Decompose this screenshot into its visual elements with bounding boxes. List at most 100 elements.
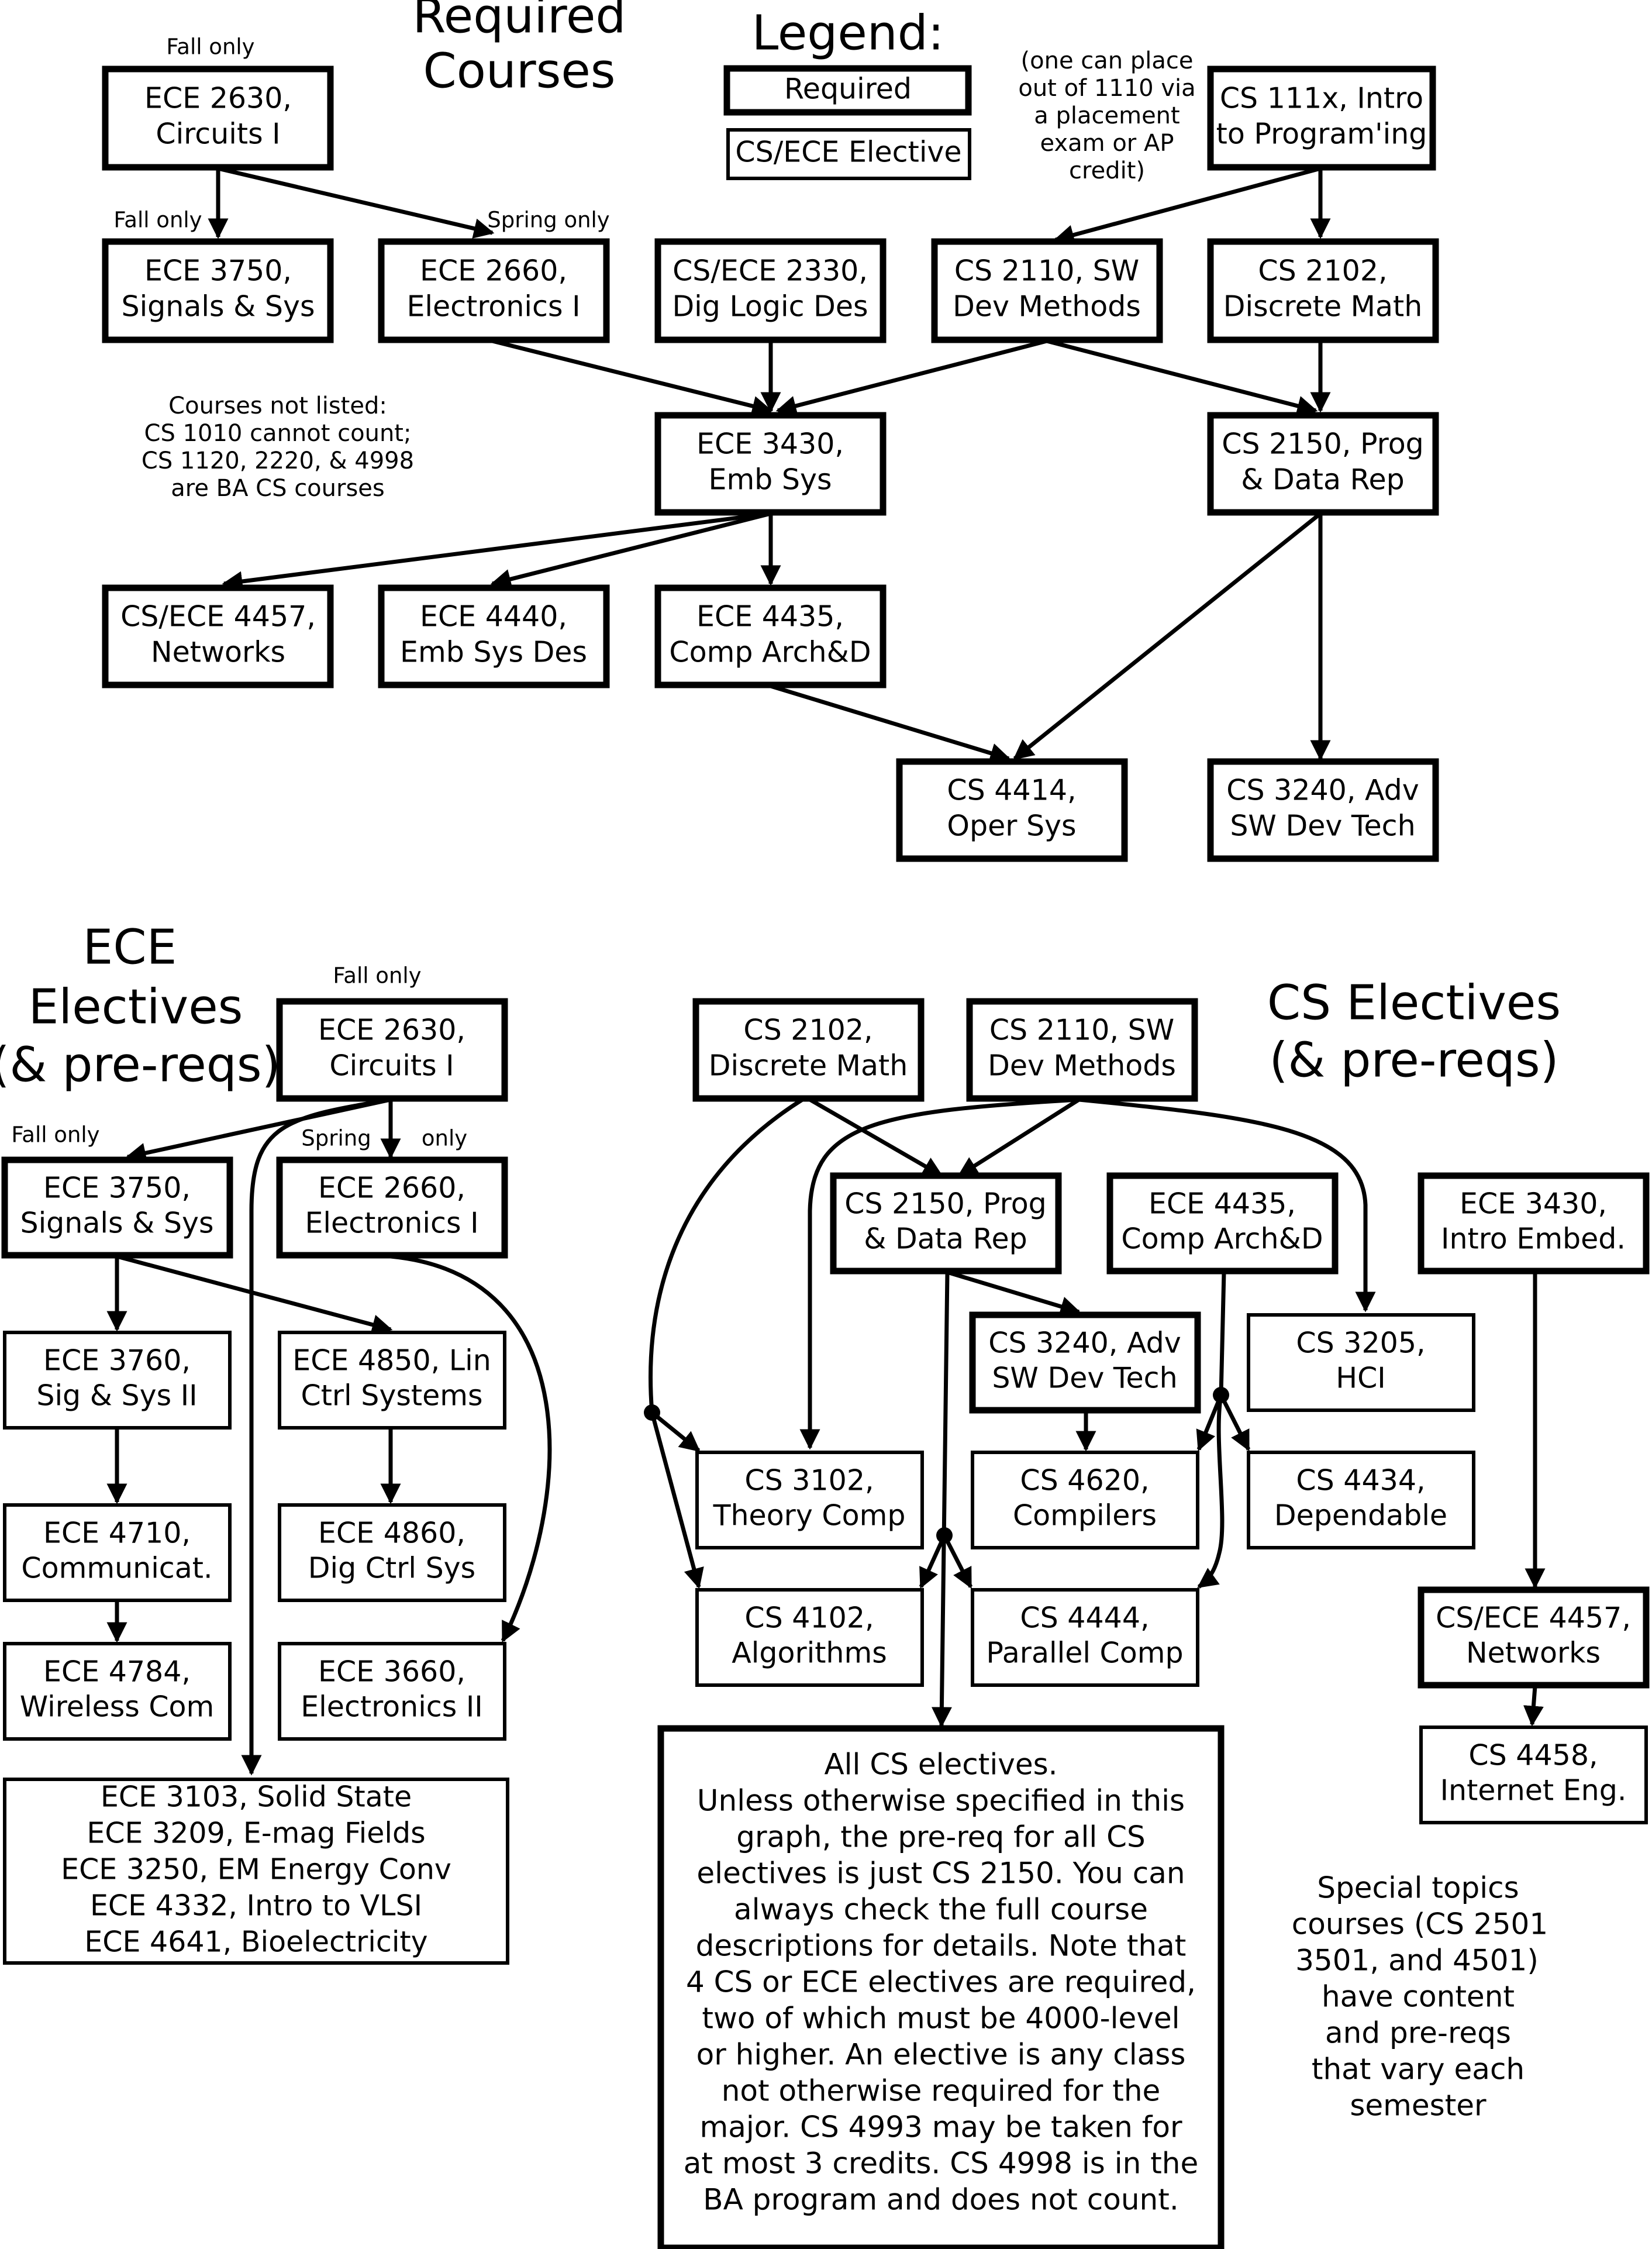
edge-c2102-to-c4102 bbox=[650, 1412, 704, 1589]
heading-line: Courses bbox=[423, 43, 615, 99]
note-line: a placement bbox=[1034, 102, 1179, 129]
node-label: Dev Methods bbox=[988, 1049, 1176, 1083]
node-label: two of which must be 4000-level bbox=[702, 2002, 1179, 2036]
node-label: to Program'ing bbox=[1216, 118, 1427, 151]
note-line: exam or AP bbox=[1040, 130, 1174, 157]
heading-line: CS Electives bbox=[1267, 975, 1561, 1031]
node-label: Electronics II bbox=[301, 1690, 483, 1724]
node-label: CS 4434, bbox=[1296, 1464, 1425, 1497]
node-label: ECE 3750, bbox=[43, 1172, 191, 1205]
heading-line: Electives bbox=[29, 979, 243, 1035]
node-label: CS/ECE 4457, bbox=[120, 600, 316, 633]
note-line: credit) bbox=[1069, 157, 1145, 184]
node-c-cs2150: CS 2150, Prog & Data Rep bbox=[830, 1172, 1062, 1275]
node-label: ECE 4784, bbox=[43, 1655, 191, 1689]
node-label: CS 111x, Intro bbox=[1220, 82, 1423, 115]
node-cs4457: CS/ECE 4457, Networks bbox=[102, 584, 334, 688]
note-line: CS 1120, 2220, & 4998 bbox=[142, 447, 414, 474]
node-label: CS 4414, bbox=[947, 774, 1076, 807]
legend-elective: CS/ECE Elective bbox=[726, 128, 971, 180]
node-label: Compilers bbox=[1013, 1499, 1157, 1532]
node-label: CS/ECE 4457, bbox=[1436, 1601, 1631, 1635]
node-label: Electronics I bbox=[406, 290, 580, 323]
node-cs4414: CS 4414, Oper Sys bbox=[896, 758, 1128, 862]
edge-4435-to-4414 bbox=[770, 684, 1011, 763]
node-ece3430: ECE 3430, Emb Sys bbox=[654, 412, 887, 516]
node-ece4440: ECE 4440, Emb Sys Des bbox=[378, 584, 610, 688]
node-label: ECE 4332, Intro to VLSI bbox=[90, 1889, 422, 1923]
node-label: Ctrl Systems bbox=[301, 1379, 482, 1413]
edge-e3750-to-e4850 bbox=[116, 1254, 393, 1335]
node-ece3750: ECE 3750, Signals & Sys bbox=[102, 238, 334, 343]
edge-c2150-to-c4444 bbox=[942, 1534, 973, 1589]
edge-c4435-trunk bbox=[1219, 1272, 1226, 1396]
node-label: always check the full course bbox=[734, 1893, 1148, 1927]
node-label: CS 4444, bbox=[1020, 1601, 1149, 1635]
node-e-ece4850: ECE 4850, Lin Ctrl Systems bbox=[278, 1331, 506, 1430]
note-line: 3501, and 4501) bbox=[1295, 1944, 1539, 1978]
note-line: are BA CS courses bbox=[171, 475, 385, 502]
edge-c4435-to-c4444 bbox=[1197, 1394, 1225, 1589]
node-cs111x: CS 111x, Intro to Program'ing bbox=[1207, 66, 1436, 171]
edge-c2110-to-c3205 bbox=[1078, 1097, 1376, 1313]
node-label: ECE 3430, bbox=[696, 428, 844, 461]
node-c-ece3430: ECE 3430, Intro Embed. bbox=[1418, 1172, 1650, 1275]
node-c-cs4457: CS/ECE 4457, Networks bbox=[1418, 1586, 1650, 1689]
node-cs2110: CS 2110, SW Dev Methods bbox=[931, 238, 1163, 343]
edge-2110-to-2150 bbox=[1046, 339, 1318, 416]
node-label: electives is just CS 2150. You can bbox=[696, 1857, 1185, 1890]
node-label: ECE 4440, bbox=[420, 600, 567, 633]
edge-2630-to-2660 bbox=[218, 166, 495, 239]
node-label: ECE 4435, bbox=[696, 600, 844, 633]
junction-dot bbox=[1213, 1387, 1229, 1403]
node-label: Circuits I bbox=[329, 1049, 454, 1083]
spring-only-annotation: Spring only bbox=[487, 208, 609, 233]
node-label: ECE 4860, bbox=[318, 1517, 465, 1550]
heading-line: ECE bbox=[83, 919, 177, 975]
edge-c2102-path bbox=[649, 1098, 803, 1413]
node-label: ECE 2660, bbox=[420, 254, 567, 288]
note-line: Special topics bbox=[1317, 1871, 1519, 1905]
node-label: ECE 4435, bbox=[1149, 1187, 1296, 1221]
node-label: Oper Sys bbox=[947, 810, 1076, 843]
node-label: HCI bbox=[1336, 1362, 1386, 1395]
edge-3430-to-4457 bbox=[222, 511, 771, 592]
node-label: CS 2110, SW bbox=[954, 254, 1139, 288]
node-label: ECE 4850, Lin bbox=[292, 1344, 491, 1377]
node-label: Electronics I bbox=[305, 1207, 478, 1240]
edge-c2102-to-c3102 bbox=[650, 1411, 701, 1452]
node-label: ECE 4710, bbox=[43, 1517, 191, 1550]
node-ece2630: ECE 2630, Circuits I bbox=[102, 66, 334, 171]
node-label: Theory Comp bbox=[713, 1499, 906, 1532]
node-label: Communicat. bbox=[21, 1552, 212, 1585]
node-label: Emb Sys bbox=[708, 463, 832, 497]
node-c-cs3205: CS 3205, HCI bbox=[1247, 1313, 1475, 1412]
edge-c2150-to-c4102 bbox=[919, 1534, 947, 1589]
node-label: Comp Arch&D bbox=[669, 636, 871, 669]
node-cs2150: CS 2150, Prog & Data Rep bbox=[1207, 412, 1439, 516]
spring-annotation: Spring bbox=[301, 1126, 371, 1151]
node-label: Networks bbox=[1466, 1637, 1601, 1670]
node-label: ECE 3250, EM Energy Conv bbox=[61, 1853, 451, 1886]
node-label: ECE 4641, Bioelectricity bbox=[84, 1926, 427, 1959]
note-line: out of 1110 via bbox=[1018, 75, 1195, 102]
node-c-cs4434: CS 4434, Dependable bbox=[1247, 1451, 1475, 1549]
note-line: Courses not listed: bbox=[168, 392, 387, 419]
prerequisite-arrows bbox=[106, 166, 1546, 1776]
node-label: BA program and does not count. bbox=[703, 2183, 1178, 2217]
node-label: CS 4102, bbox=[744, 1601, 874, 1635]
node-label: or higher. An elective is any class bbox=[696, 2038, 1186, 2072]
node-c-cs3102: CS 3102, Theory Comp bbox=[695, 1451, 924, 1549]
edge-c2110-to-c2150 bbox=[957, 1098, 1080, 1177]
fall-only-annotation: Fall only bbox=[113, 208, 202, 233]
node-label: CS 3102, bbox=[744, 1464, 874, 1497]
special-topics-note: Special topics courses (CS 2501 3501, an… bbox=[1292, 1871, 1548, 2123]
node-e-ece4710: ECE 4710, Communicat. bbox=[3, 1503, 232, 1602]
note-line: that vary each bbox=[1312, 2052, 1525, 2086]
edge-2150-to-4414 bbox=[1013, 512, 1322, 760]
node-c-cs4444: CS 4444, Parallel Comp bbox=[971, 1588, 1199, 1687]
node-label: ECE 3760, bbox=[43, 1344, 191, 1377]
ece-electives-heading: ECE Electives (& pre-reqs) bbox=[0, 919, 281, 1093]
edge-e2660-to-e3660 bbox=[390, 1254, 552, 1643]
node-e-ece-list: ECE 3103, Solid State ECE 3209, E-mag Fi… bbox=[3, 1778, 509, 1965]
